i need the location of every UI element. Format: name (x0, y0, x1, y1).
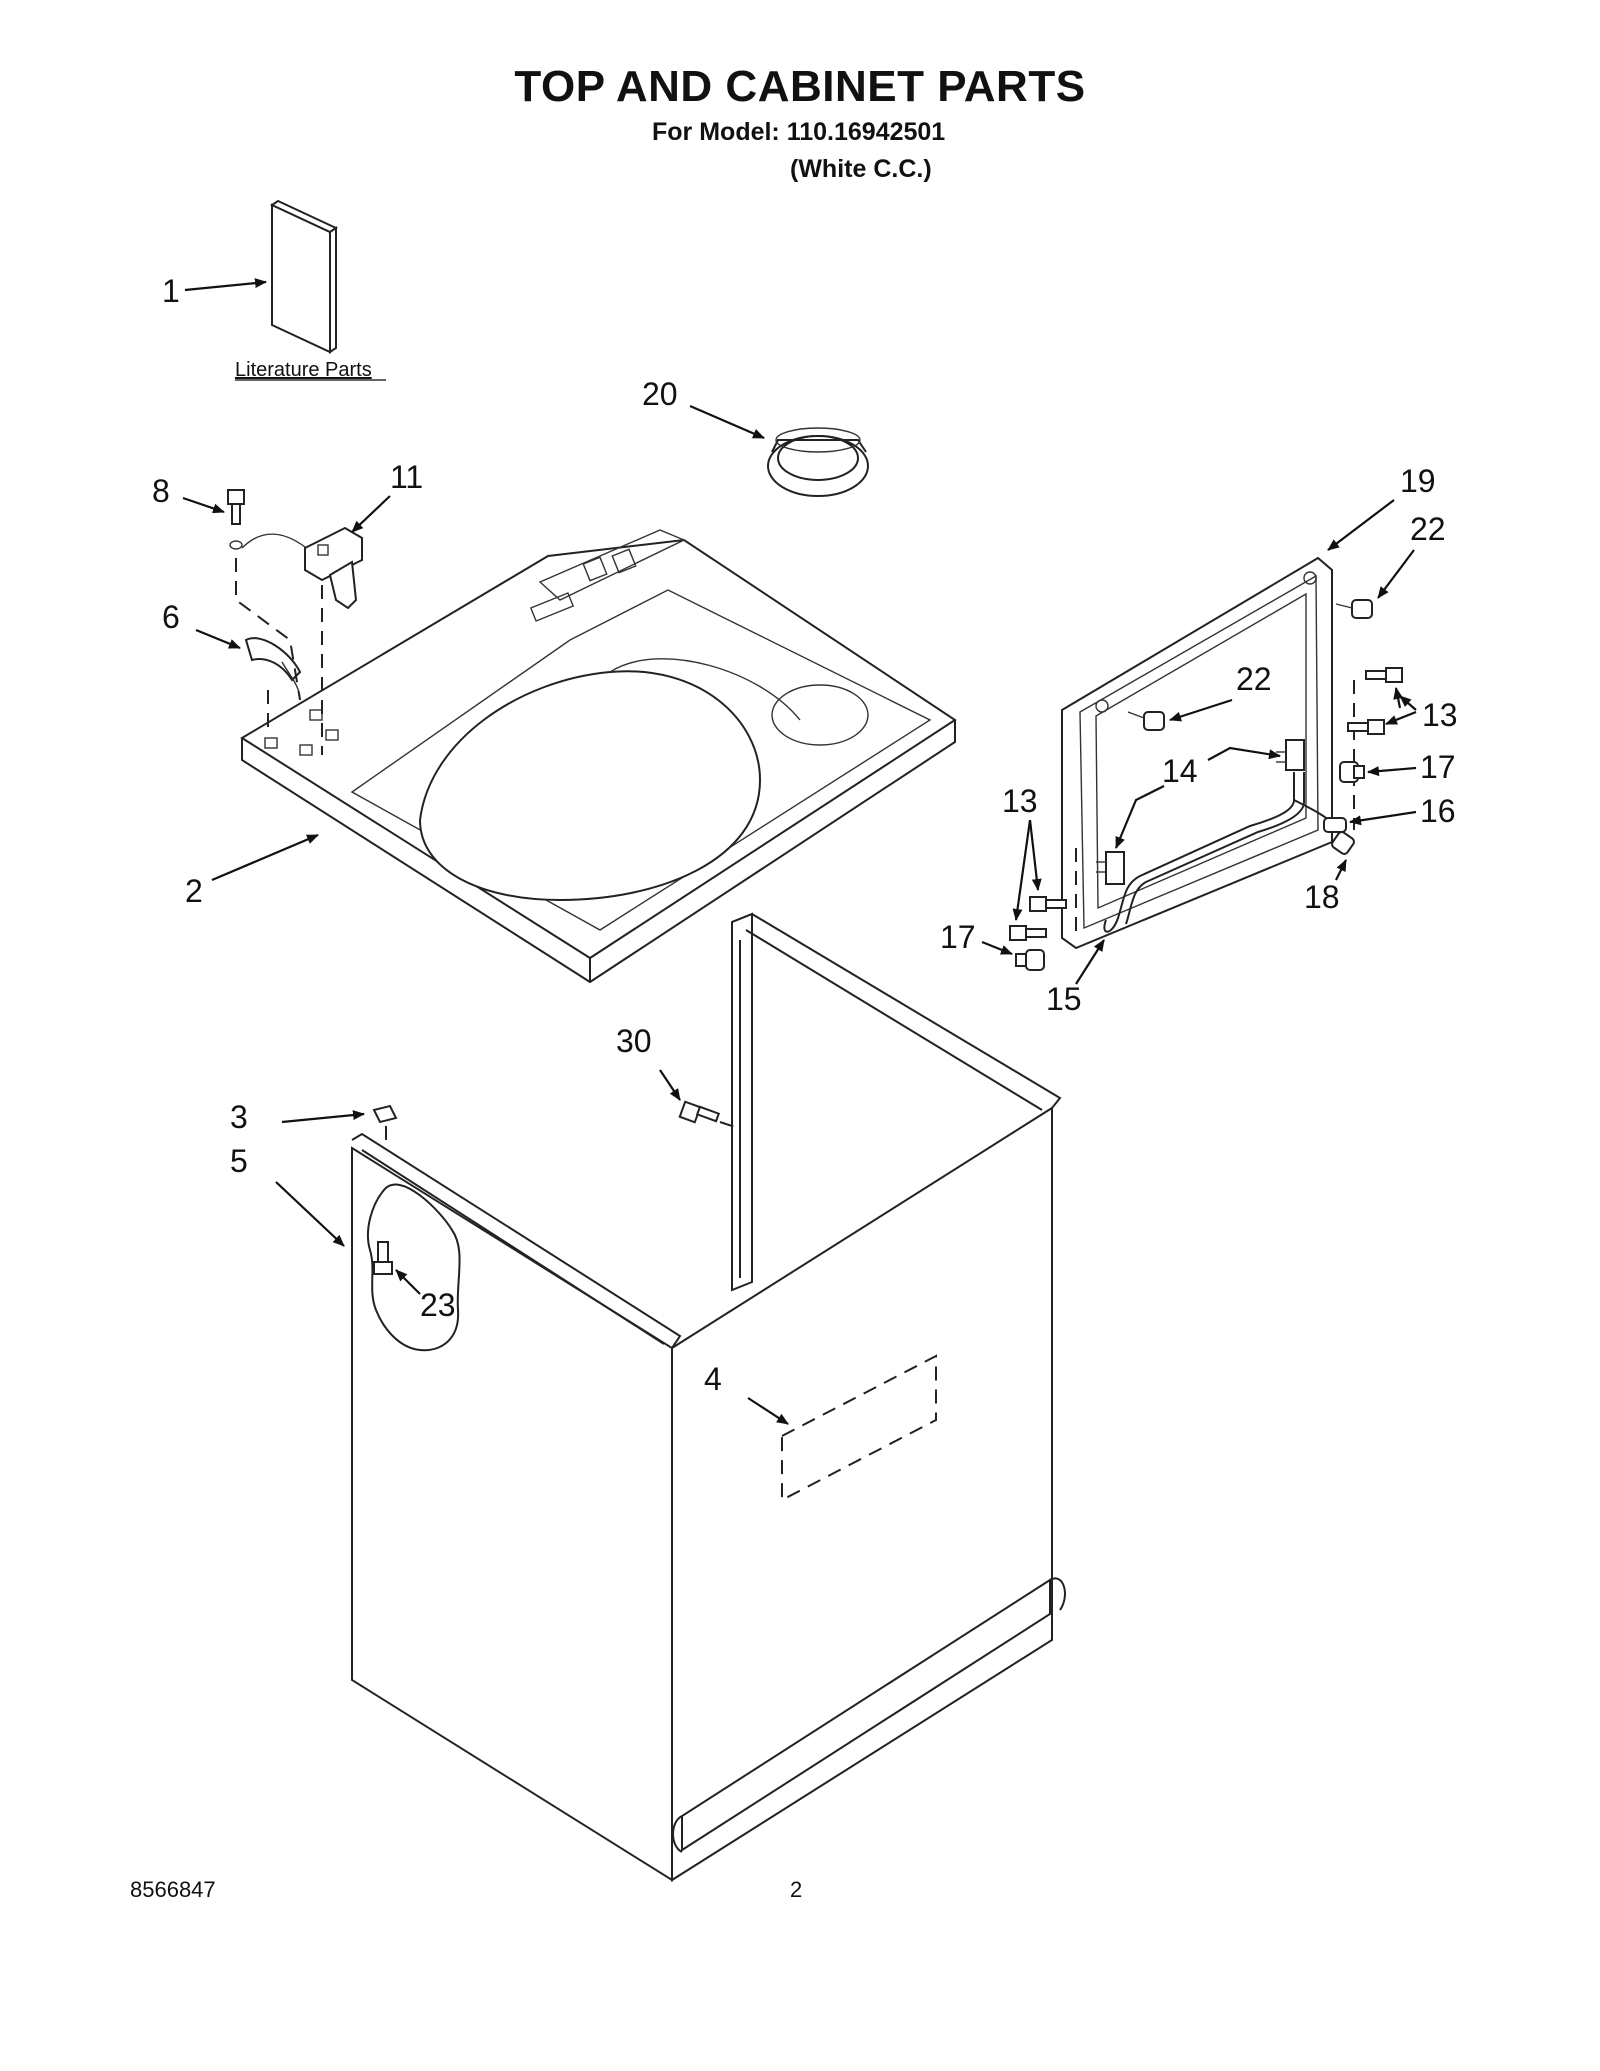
callout-30: 30 (616, 1023, 652, 1059)
clip-3 (372, 1104, 398, 1124)
callout-8: 8 (152, 473, 170, 509)
callout-4: 4 (704, 1361, 722, 1397)
dispenser-cup (767, 427, 869, 497)
callout-3: 3 (230, 1099, 248, 1135)
screw-23 (373, 1241, 393, 1275)
bushing-17-right (1339, 761, 1365, 783)
callout-14: 14 (1162, 753, 1198, 789)
screw-30 (678, 1100, 739, 1129)
callout-19: 19 (1400, 463, 1436, 499)
lid-switch (304, 526, 363, 610)
screw-13-upper-b (1347, 719, 1385, 735)
bumper-22-lower (1127, 711, 1165, 731)
callout-11: 11 (390, 459, 423, 495)
top-panel (240, 529, 957, 984)
callout-15: 15 (1046, 981, 1082, 1017)
callout-17-left: 17 (940, 919, 976, 955)
lid-frame (1061, 556, 1333, 950)
callout-23: 23 (420, 1287, 456, 1323)
color-line: (White C.C.) (790, 155, 932, 183)
page-title: TOP AND CABINET PARTS (514, 62, 1086, 111)
callout-20: 20 (642, 376, 678, 412)
callout-13-left: 13 (1002, 783, 1038, 819)
screw-13-lower-a (1029, 896, 1067, 912)
cabinet (351, 912, 1066, 1882)
callout-22-lower: 22 (1236, 661, 1272, 697)
callout-6: 6 (162, 599, 180, 635)
bushing-17-left (1015, 949, 1045, 971)
callout-5: 5 (230, 1143, 248, 1179)
model-line: For Model: 110.16942501 (652, 118, 946, 146)
page-number: 2 (790, 1877, 803, 1902)
literature-booklet (184, 199, 339, 354)
callout-13-right: 13 (1422, 697, 1458, 733)
callout-2: 2 (185, 873, 203, 909)
hinge-lower (1096, 851, 1125, 885)
hinge-upper (1276, 739, 1305, 771)
rod-end-16 (1323, 817, 1347, 833)
label-location-4 (781, 1354, 937, 1502)
screw-13-upper-a (1365, 667, 1403, 683)
literature-parts-label: Literature Parts (235, 359, 372, 381)
screw-13-lower-b (1009, 925, 1047, 941)
callout-1: 1 (162, 273, 180, 309)
bumper-22-upper (1335, 599, 1373, 619)
callout-17-right: 17 (1420, 749, 1456, 785)
callout-18: 18 (1304, 879, 1340, 915)
callout-22-upper: 22 (1410, 511, 1446, 547)
cap-18 (1331, 831, 1355, 855)
callout-16: 16 (1420, 793, 1456, 829)
part-number: 8566847 (130, 1877, 216, 1902)
